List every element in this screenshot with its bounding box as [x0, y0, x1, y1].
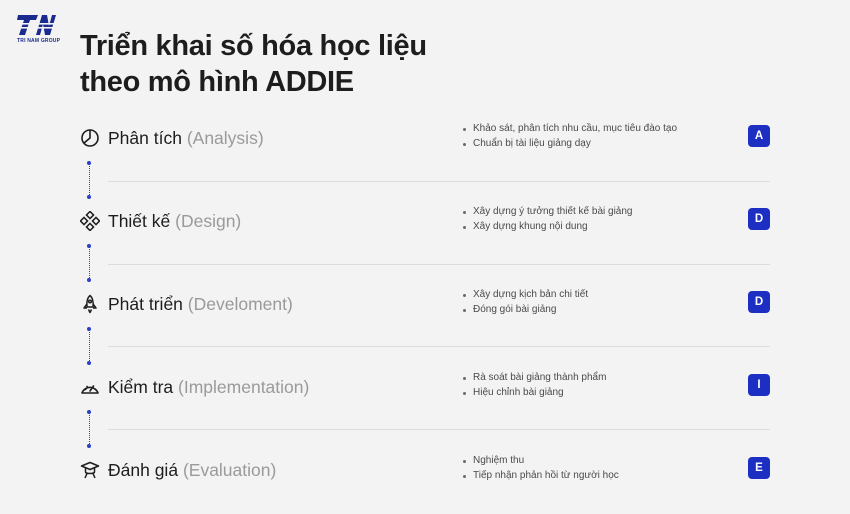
divider	[108, 264, 770, 265]
step-name: Kiểm tra	[108, 377, 174, 397]
step-connector	[87, 161, 92, 199]
step-english: (Implementation)	[178, 377, 310, 397]
step-name: Thiết kế	[108, 211, 171, 231]
step-letter-badge: D	[748, 208, 770, 230]
logo-subtext: TRI NAM GROUP	[17, 38, 61, 44]
page-title: Triển khai số hóa học liệu theo mô hình …	[80, 28, 427, 100]
bullet-item: Tiếp nhận phản hồi từ người học	[461, 469, 619, 484]
step-connector	[87, 244, 92, 282]
step-design: Thiết kế (Design) Xây dựng ý tưởng thiết…	[0, 205, 850, 237]
step-bullets: Xây dựng ý tưởng thiết kế bài giảng Xây …	[461, 205, 633, 234]
divider	[108, 429, 770, 430]
bullet-item: Khảo sát, phân tích nhu cầu, mục tiêu đà…	[461, 122, 677, 137]
tn-logo-icon	[16, 15, 56, 35]
step-implementation: Kiểm tra (Implementation) Rà soát bài gi…	[0, 371, 850, 403]
step-bullets: Khảo sát, phân tích nhu cầu, mục tiêu đà…	[461, 122, 677, 151]
step-title: Đánh giá (Evaluation)	[108, 458, 276, 482]
divider	[108, 346, 770, 347]
step-bullets: Xây dựng kịch bản chi tiết Đóng gói bài …	[461, 288, 588, 317]
rocket-icon	[80, 294, 100, 314]
bullet-item: Xây dựng khung nội dung	[461, 220, 633, 235]
step-letter-badge: E	[748, 457, 770, 479]
step-title: Phát triển (Develoment)	[108, 292, 293, 316]
step-title: Thiết kế (Design)	[108, 209, 241, 233]
step-name: Phát triển	[108, 294, 183, 314]
bullet-item: Hiệu chỉnh bài giảng	[461, 386, 606, 401]
title-line-2: theo mô hình ADDIE	[80, 66, 354, 98]
bullet-item: Chuẩn bị tài liệu giảng dạy	[461, 137, 677, 152]
title-line-1: Triển khai số hóa học liệu	[80, 30, 427, 62]
bullet-item: Xây dựng kịch bản chi tiết	[461, 288, 588, 303]
bullet-item: Nghiệm thu	[461, 454, 619, 469]
pie-chart-icon	[80, 128, 100, 148]
step-analysis: Phân tích (Analysis) Khảo sát, phân tích…	[0, 122, 850, 154]
divider	[108, 181, 770, 182]
step-letter-badge: A	[748, 125, 770, 147]
step-name: Phân tích	[108, 128, 182, 148]
step-bullets: Rà soát bài giảng thành phẩm Hiệu chỉnh …	[461, 371, 606, 400]
step-english: (Design)	[175, 211, 242, 231]
graduation-cap-icon	[80, 460, 100, 480]
step-english: (Evaluation)	[182, 460, 277, 480]
step-development: Phát triển (Develoment) Xây dựng kịch bả…	[0, 288, 850, 320]
step-connector	[87, 410, 92, 448]
step-title: Kiểm tra (Implementation)	[108, 375, 309, 399]
step-connector	[87, 327, 92, 365]
gauge-icon	[80, 377, 100, 397]
step-name: Đánh giá	[108, 460, 179, 480]
step-english: (Analysis)	[186, 128, 264, 148]
step-english: (Develoment)	[187, 294, 293, 314]
bullet-item: Rà soát bài giảng thành phẩm	[461, 371, 606, 386]
step-letter-badge: D	[748, 291, 770, 313]
diamond-grid-icon	[80, 211, 100, 231]
step-evaluation: Đánh giá (Evaluation) Nghiệm thu Tiếp nh…	[0, 454, 850, 486]
bullet-item: Xây dựng ý tưởng thiết kế bài giảng	[461, 205, 633, 220]
brand-logo: TRI NAM GROUP	[16, 14, 60, 44]
step-title: Phân tích (Analysis)	[108, 126, 264, 150]
step-letter-badge: I	[748, 374, 770, 396]
step-bullets: Nghiệm thu Tiếp nhận phản hồi từ người h…	[461, 454, 619, 483]
bullet-item: Đóng gói bài giảng	[461, 303, 588, 318]
